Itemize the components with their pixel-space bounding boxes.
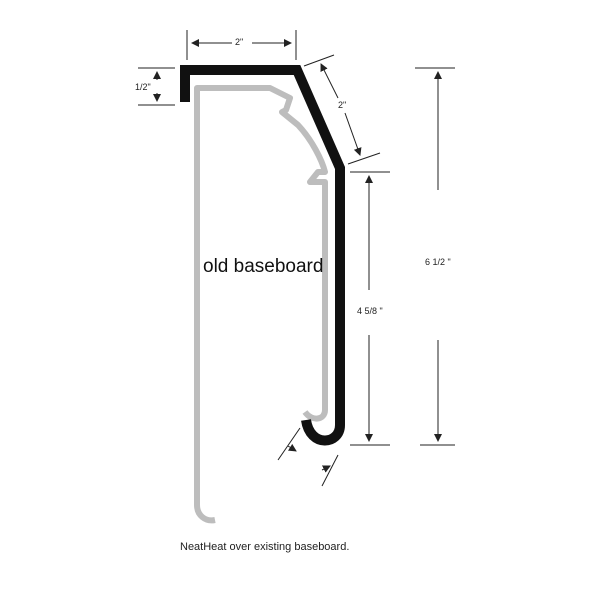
dimension-lines — [138, 30, 455, 487]
top-width-label: 2" — [235, 37, 244, 47]
front-height-label: 4 5/8 " — [357, 306, 383, 316]
old-baseboard-label: old baseboard — [203, 256, 324, 277]
lip-height-label: 1/2" — [135, 82, 151, 92]
old-baseboard-outline — [194, 85, 328, 524]
total-height-label: 6 1/2 " — [425, 257, 451, 267]
slant-length-label: 2" — [338, 100, 347, 110]
caption: NeatHeat over existing baseboard. — [180, 541, 350, 553]
neatheat-cover-profile — [180, 65, 345, 446]
